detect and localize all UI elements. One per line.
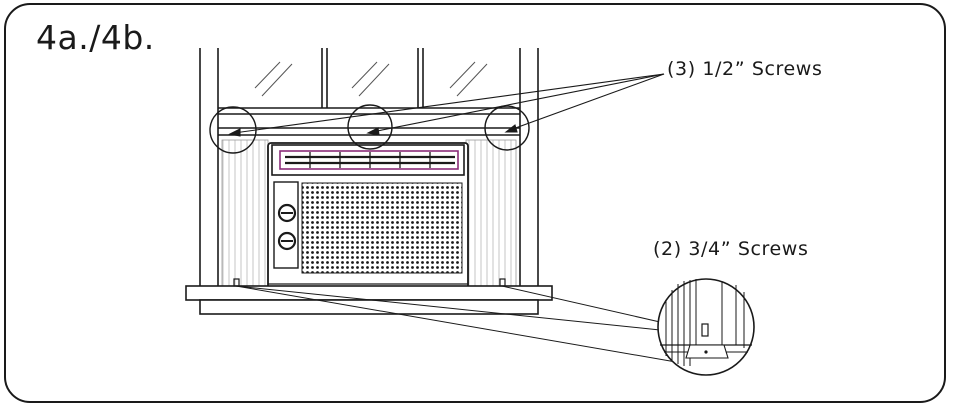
right-side-panel xyxy=(465,139,517,287)
magnified-detail xyxy=(657,278,755,376)
air-conditioner-unit xyxy=(267,142,469,294)
callout-half-inch-screws: (3) 1/2” Screws xyxy=(667,58,823,80)
step-label: 4a./4b. xyxy=(36,18,155,57)
callout-leader-lines xyxy=(228,73,665,137)
detail-leader-lines xyxy=(235,285,677,363)
glass-reflections xyxy=(254,61,488,97)
diagram-frame xyxy=(4,3,946,403)
left-side-panel xyxy=(221,139,269,287)
callout-three-quarter-inch-screws: (2) 3/4” Screws xyxy=(653,238,809,260)
window-sill xyxy=(185,285,553,315)
